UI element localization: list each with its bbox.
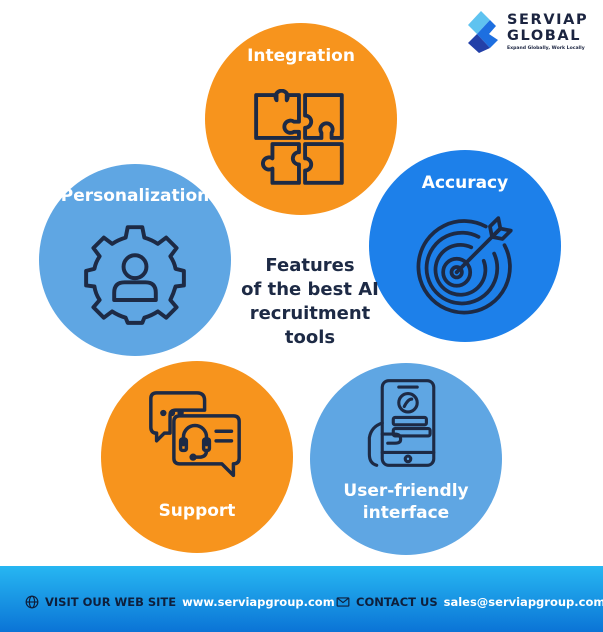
feature-label-accuracy: Accuracy (421, 173, 509, 193)
serviap-logo-mark (468, 11, 498, 53)
chat-headset-icon (149, 391, 241, 478)
gear-person-icon (84, 225, 186, 325)
logo-name: SERVIAP GLOBAL (507, 12, 589, 44)
feature-label-user-friendly-interface: User-friendly interface (343, 481, 469, 523)
logo-tagline: Expand Globally, Work Locally (507, 46, 585, 51)
footer-contact-email[interactable]: sales@serviapgroup.com (443, 595, 603, 609)
serviap-logo: SERVIAP GLOBAL Expand Globally, Work Loc… (467, 9, 597, 57)
feature-support: Support (101, 361, 293, 553)
feature-accuracy: Accuracy (369, 150, 561, 342)
center-title: Features of the best AI recruitment tool… (241, 255, 379, 348)
globe-icon (25, 595, 39, 609)
feature-integration: Integration (205, 23, 397, 215)
footer-bar: VISIT OUR WEB SITE www.serviapgroup.com … (0, 566, 603, 632)
footer-contact-label: CONTACT US (356, 595, 438, 609)
footer-website[interactable]: VISIT OUR WEB SITE www.serviapgroup.com (25, 594, 335, 610)
feature-label-personalization: Personalization (60, 186, 210, 206)
smartphone-hand-icon (367, 379, 436, 467)
footer-contact[interactable]: CONTACT US sales@serviapgroup.com (336, 594, 603, 610)
feature-user-friendly-interface: User-friendly interface (310, 363, 502, 555)
feature-label-support: Support (158, 501, 236, 521)
mail-icon (336, 597, 350, 607)
puzzle-icon (254, 89, 344, 185)
footer-website-link[interactable]: www.serviapgroup.com (182, 595, 335, 609)
footer-website-label: VISIT OUR WEB SITE (45, 595, 177, 609)
feature-personalization: Personalization (39, 164, 231, 356)
target-icon (416, 216, 513, 315)
feature-label-integration: Integration (247, 46, 355, 66)
